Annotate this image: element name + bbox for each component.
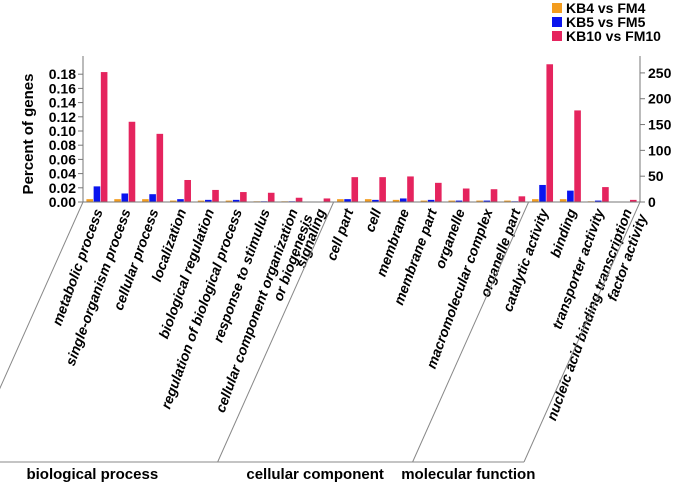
- y2-tick-label: 250: [648, 65, 672, 81]
- y-tick-label: 0.04: [49, 166, 76, 182]
- bar-0-9: [337, 199, 344, 202]
- bar-0-0: [86, 199, 94, 202]
- bar-1-5: [232, 199, 240, 202]
- bar-1-0: [93, 186, 101, 202]
- y-tick-label: 0.12: [49, 109, 76, 125]
- legend-label: KB4 vs FM4: [566, 0, 646, 16]
- bar-2-5: [240, 192, 247, 202]
- category-label: binding: [547, 206, 579, 259]
- bar-0-3: [169, 200, 177, 202]
- group-label: biological process: [26, 466, 158, 483]
- bar-2-15: [518, 196, 526, 202]
- bar-1-14: [483, 200, 491, 202]
- y2-tick-label: 0: [648, 194, 656, 210]
- bar-0-11: [392, 199, 400, 202]
- bar-0-17: [559, 199, 567, 202]
- y-tick-label: 0.14: [49, 95, 76, 111]
- y-tick-label: 0.10: [49, 123, 76, 139]
- bar-0-10: [364, 199, 372, 202]
- ticks-layer: 0.000.020.040.060.080.100.120.140.160.18…: [49, 65, 672, 210]
- y-tick-label: 0.02: [49, 180, 76, 196]
- bar-1-10: [372, 199, 379, 202]
- legend-label: KB10 vs FM10: [566, 28, 661, 44]
- bar-1-9: [344, 199, 351, 202]
- bar-2-4: [212, 189, 219, 202]
- axes-layer: [82, 56, 641, 203]
- bar-1-17: [567, 190, 574, 202]
- bar-0-13: [448, 200, 456, 202]
- bar-1-18: [594, 200, 602, 202]
- bar-2-17: [574, 110, 581, 202]
- bar-2-18: [602, 187, 609, 202]
- group-divider-line: [412, 201, 530, 463]
- bar-1-16: [539, 184, 546, 202]
- group-label: cellular component: [246, 466, 384, 483]
- group-label: molecular function: [401, 466, 535, 483]
- legend-swatch: [552, 31, 562, 41]
- bar-2-1: [128, 121, 136, 202]
- legend-label: KB5 vs FM5: [566, 14, 646, 30]
- bar-1-3: [177, 199, 184, 202]
- bars-layer: [86, 64, 637, 202]
- bar-2-6: [267, 192, 275, 202]
- bar-0-1: [114, 199, 121, 202]
- y2-tick-label: 150: [648, 117, 672, 133]
- bar-2-8: [323, 198, 331, 202]
- bar-1-1: [121, 193, 129, 202]
- bar-2-14: [490, 189, 498, 202]
- bar-2-11: [407, 176, 414, 202]
- bar-2-7: [295, 197, 303, 202]
- group-divider-line: [0, 201, 84, 390]
- bar-0-16: [532, 199, 539, 202]
- bar-2-16: [546, 64, 554, 202]
- legend-swatch: [552, 3, 562, 13]
- bar-2-12: [435, 182, 442, 202]
- y-tick-label: 0.08: [49, 137, 76, 153]
- bar-0-5: [225, 200, 233, 202]
- y-tick-label: 0.18: [49, 66, 76, 82]
- bar-2-0: [100, 72, 108, 202]
- category-label-line: cell: [361, 206, 384, 234]
- group-brackets-layer: biological process cellular component mole…: [0, 201, 641, 483]
- bar-0-12: [420, 200, 428, 202]
- bar-2-19: [629, 199, 637, 202]
- bar-1-11: [399, 198, 407, 202]
- bar-2-3: [184, 179, 191, 202]
- category-label-line: binding: [547, 206, 579, 259]
- bar-0-15: [504, 200, 511, 202]
- bar-1-13: [455, 200, 463, 202]
- y2-tick-label: 50: [648, 168, 664, 184]
- bar-2-10: [379, 177, 386, 202]
- group-divider-line: [217, 201, 335, 463]
- y2-tick-label: 100: [648, 142, 672, 158]
- bar-1-2: [149, 194, 156, 202]
- bar-0-4: [197, 200, 205, 202]
- y2-tick-label: 200: [648, 91, 672, 107]
- y-axis-label: Percent of genes: [20, 74, 37, 195]
- group-divider-line: [523, 201, 641, 463]
- category-label: cell: [361, 206, 384, 234]
- bar-0-14: [476, 200, 483, 202]
- legend-swatch: [552, 17, 562, 27]
- bar-1-4: [205, 199, 212, 202]
- y-tick-label: 0.00: [49, 194, 76, 210]
- y-tick-label: 0.06: [49, 151, 76, 167]
- bar-0-2: [142, 199, 149, 202]
- bar-2-9: [351, 177, 359, 202]
- bar-2-2: [156, 133, 164, 202]
- bar-1-12: [427, 199, 435, 202]
- y-tick-label: 0.16: [49, 80, 76, 96]
- bar-2-13: [462, 188, 470, 202]
